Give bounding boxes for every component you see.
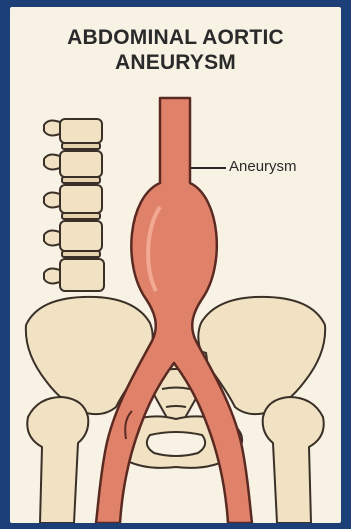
disc-2 [62, 177, 100, 183]
disc-1 [62, 143, 100, 149]
illustration-panel: ABDOMINAL AORTIC ANEURYSM [10, 7, 341, 523]
vertebra-2 [44, 151, 102, 177]
aneurysm-label: Aneurysm [229, 158, 297, 175]
disc-4 [62, 251, 100, 257]
vertebra-5 [44, 259, 104, 291]
vertebra-1 [44, 119, 102, 143]
anatomy-illustration [10, 7, 341, 523]
vertebra-3 [44, 185, 102, 213]
lumbar-spine [44, 119, 104, 291]
disc-3 [62, 213, 100, 219]
vertebra-4 [44, 221, 102, 251]
